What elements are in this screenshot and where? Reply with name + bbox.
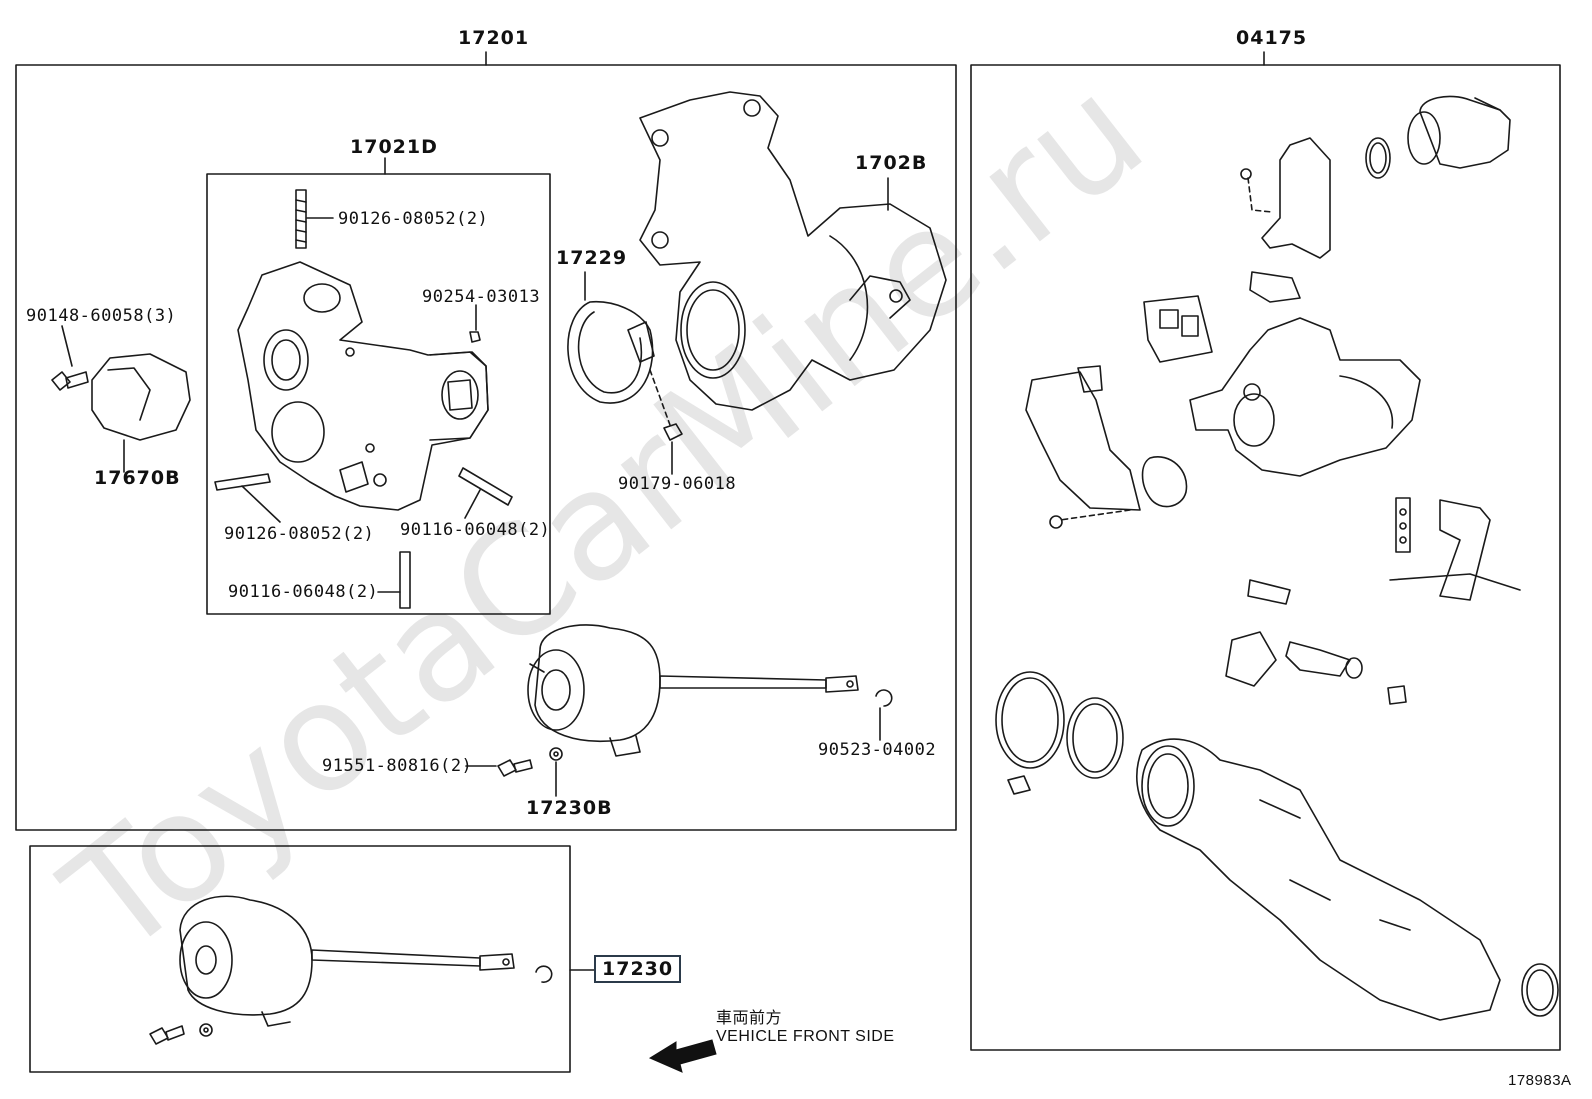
group-04175: 04175 (1236, 27, 1308, 49)
bracket-drawing (51, 325, 191, 473)
label-clip[interactable]: 90523-04002 (818, 740, 937, 760)
turbine-housing-drawing (237, 261, 489, 511)
actuator-drawing (527, 624, 893, 757)
label-bolt-actuator[interactable]: 91551-80816(2) (322, 756, 473, 776)
stud-bottom-right (458, 467, 513, 519)
label-pin[interactable]: 90254-03013 (422, 287, 541, 307)
clamp-drawing (567, 271, 683, 475)
label-alt-actuator-highlight[interactable]: 17230 (594, 955, 682, 983)
front-side-jp: 車両前方 (716, 1010, 783, 1027)
label-elbow[interactable]: 1702B (855, 152, 928, 174)
elbow-drawing (639, 91, 947, 411)
frame-04175 (970, 64, 1561, 1051)
drawing-number: 178983A (1508, 1072, 1572, 1089)
label-bolt-left[interactable]: 90148-60058(3) (26, 306, 177, 326)
label-bracket[interactable]: 17670B (94, 467, 181, 489)
stud-bottom (377, 551, 411, 609)
label-stud-bottom-left[interactable]: 90126-08052(2) (224, 524, 375, 544)
front-side-en: VEHICLE FRONT SIDE (716, 1028, 895, 1045)
group-17201: 17201 (458, 27, 530, 49)
label-stud-bottom-right[interactable]: 90116-06048(2) (400, 520, 551, 540)
watermark: ToyotaCarMine.ru (34, 44, 1175, 988)
group-17021D: 17021D (350, 136, 438, 158)
exhaust-assy-drawing (995, 95, 1559, 1021)
label-stud-top[interactable]: 90126-08052(2) (338, 209, 489, 229)
label-stud-bottom[interactable]: 90116-06048(2) (228, 582, 379, 602)
stud-bottom-left (214, 473, 281, 523)
label-nut[interactable]: 90179-06018 (618, 474, 737, 494)
actuator-bolt-washer (465, 747, 563, 797)
label-clamp[interactable]: 17229 (556, 247, 628, 269)
stud-top (295, 189, 334, 249)
label-actuator[interactable]: 17230B (526, 797, 613, 819)
frame-17230 (29, 845, 571, 1073)
front-arrow-icon (648, 1039, 717, 1073)
frame-17021D (206, 173, 551, 615)
alt-actuator-drawing (149, 895, 595, 1045)
